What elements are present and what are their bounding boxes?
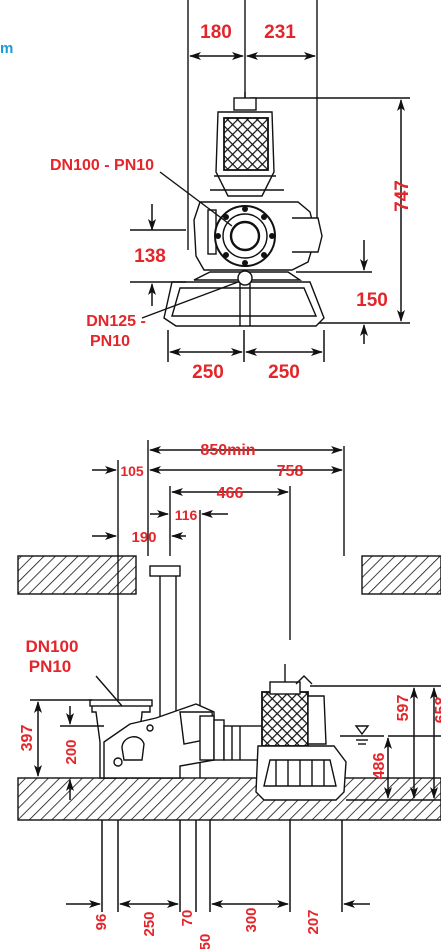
dim-50: 50 [197, 934, 214, 949]
dimension-labels: 180 231 747 DN100 - PN10 138 150 DN125 -… [19, 22, 441, 949]
dim-200: 200 [63, 739, 80, 764]
dim-105: 105 [120, 463, 144, 479]
label-dn100-pn10-top: DN100 - PN10 [50, 157, 154, 174]
dim-758: 758 [277, 463, 304, 480]
dim-116: 116 [175, 507, 198, 523]
dim-190: 190 [131, 529, 156, 546]
label-dn125-b: PN10 [90, 333, 130, 350]
label-dn100-b: PN10 [29, 657, 72, 676]
dim-138: 138 [134, 246, 166, 267]
dim-250-right: 250 [268, 362, 300, 383]
dim-180: 180 [200, 22, 232, 43]
dim-397: 397 [19, 725, 36, 752]
installation-dimension-lines [30, 446, 438, 912]
dim-300: 300 [243, 907, 260, 932]
installation-view [17, 440, 441, 821]
dim-658: 658 [433, 697, 441, 724]
dim-486: 486 [371, 753, 388, 780]
dim-70: 70 [179, 910, 196, 927]
label-dn100-a: DN100 [26, 637, 79, 656]
dim-207: 207 [305, 909, 322, 934]
dim-597: 597 [395, 695, 412, 722]
label-dn125-a: DN125 - [86, 313, 146, 330]
top-dimension-lines [130, 52, 405, 362]
top-pump-view [141, 0, 410, 327]
dim-231: 231 [264, 22, 296, 43]
dim-150: 150 [356, 290, 388, 311]
cut-off-text: m [0, 40, 14, 57]
dim-96: 96 [93, 914, 110, 931]
dim-250-bottom: 250 [141, 911, 158, 936]
dim-250-left: 250 [192, 362, 224, 383]
dim-850min: 850min [200, 442, 255, 459]
dim-747: 747 [392, 180, 413, 212]
dim-466: 466 [217, 485, 244, 502]
